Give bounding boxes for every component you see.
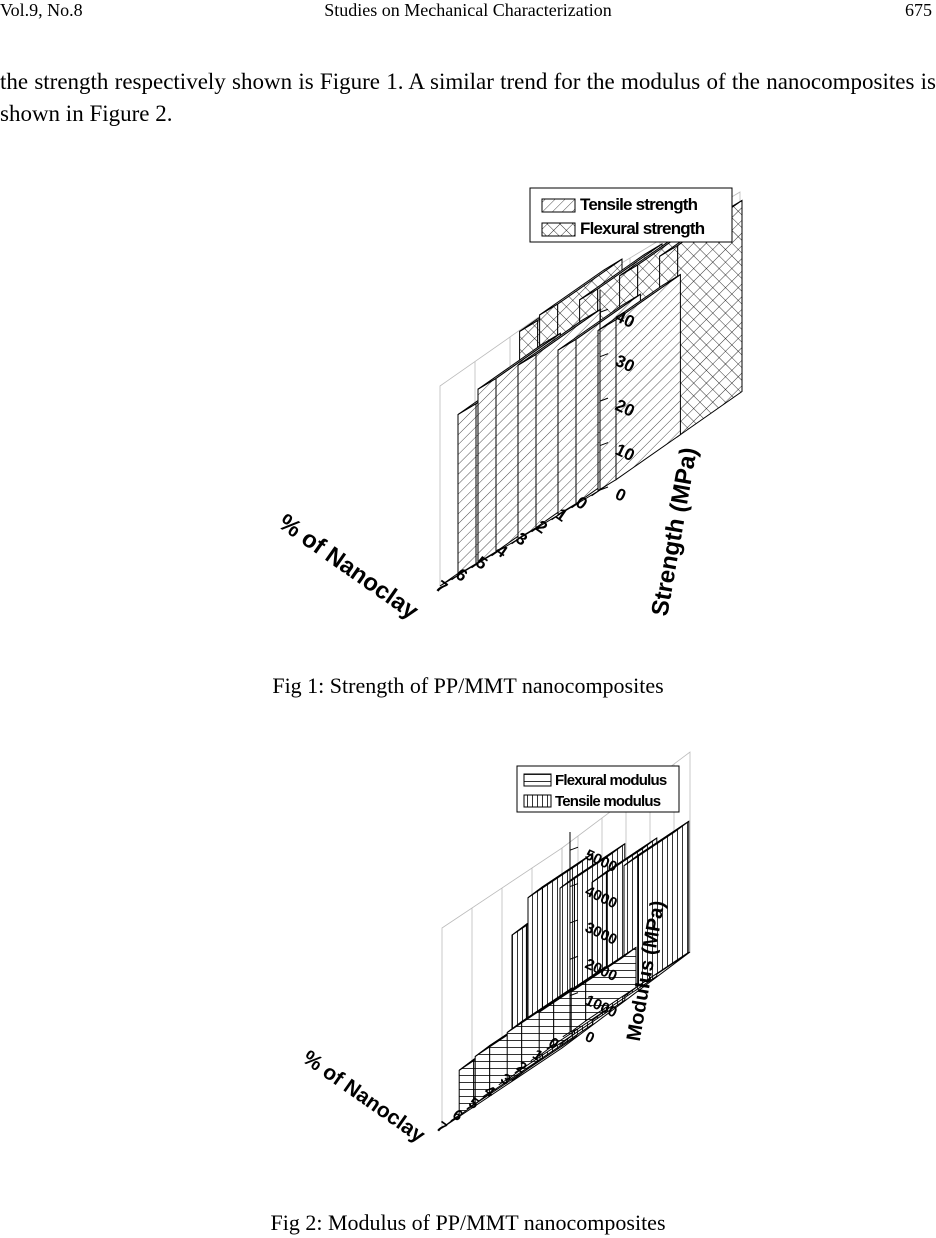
x-tick — [471, 561, 481, 569]
figure-2-caption: Fig 2: Modulus of PP/MMT nanocomposites — [270, 1210, 666, 1235]
y-tick — [569, 1028, 579, 1033]
body-paragraph: the strength respectively shown is Figur… — [0, 69, 936, 126]
bar-top-face — [579, 243, 663, 301]
x-tick-label: 6 — [452, 565, 471, 586]
y-tick — [599, 308, 609, 313]
x-tick — [514, 1067, 523, 1074]
figure-1-caption: Fig 1: Strength of PP/MMT nanocomposites — [272, 673, 664, 698]
bar-top-face — [597, 274, 681, 331]
x-tick — [450, 1115, 459, 1122]
bar-top-face — [477, 332, 561, 390]
x-tick — [451, 573, 461, 581]
bar — [557, 338, 577, 516]
page-number: 675 — [905, 0, 932, 20]
bar-top-face — [557, 293, 641, 351]
x-tick-label: 7 — [433, 1118, 450, 1137]
y-tick — [599, 486, 609, 491]
x-tick — [591, 489, 601, 497]
bar-top-face — [559, 843, 626, 889]
x-tick — [511, 537, 521, 545]
legend-label-tensile: Tensile modulus — [555, 793, 661, 810]
legend-swatch-flexural — [523, 773, 552, 787]
x-tick — [562, 1031, 571, 1038]
legend-swatch-tensile — [523, 794, 552, 808]
legend-swatch-tensile — [541, 198, 576, 213]
legend: Flexural modulus Tensile modulus — [516, 765, 680, 813]
bar — [517, 353, 537, 540]
bar-top-face — [539, 258, 623, 316]
bar-top-face — [623, 820, 690, 867]
bar — [597, 318, 617, 492]
x-tick — [498, 1079, 507, 1086]
bar — [477, 377, 497, 564]
x-tick-label: 7 — [432, 577, 451, 598]
running-header-title: Studies on Mechanical Characterization — [324, 0, 612, 20]
y-tick — [599, 353, 609, 358]
x-tick — [551, 513, 561, 521]
bar — [457, 402, 477, 576]
bar-group — [458, 820, 690, 1117]
x-axis-label: % of Nanoclay — [298, 1046, 429, 1147]
legend-label-flexural: Flexural modulus — [555, 772, 667, 789]
y-tick — [599, 397, 609, 402]
x-axis-label: % of Nanoclay — [273, 509, 423, 626]
legend-swatch-flexural — [541, 222, 576, 237]
x-tick — [491, 549, 501, 557]
x-tick — [530, 1055, 539, 1062]
legend-label-tensile: Tensile strength — [580, 195, 698, 214]
y-tick-label: 0 — [612, 484, 629, 505]
bar-top-face — [591, 837, 658, 883]
bar-top-face — [517, 308, 601, 366]
y-tick — [569, 992, 579, 997]
y-tick — [569, 883, 579, 888]
x-tick — [531, 525, 541, 533]
x-tick — [546, 1043, 555, 1050]
x-tick-label: 6 — [449, 1106, 466, 1125]
x-tick — [466, 1103, 475, 1110]
y-tick — [569, 919, 579, 924]
x-tick — [482, 1091, 491, 1098]
x-tick — [571, 501, 581, 509]
bar-group — [457, 199, 743, 576]
y-axis-label: Strength (MPa) — [647, 445, 703, 618]
legend-label-flexural: Flexural strength — [580, 219, 705, 238]
y-tick — [599, 442, 609, 447]
running-header-volume: Vol.9, No.8 — [0, 0, 83, 20]
legend: Tensile strength Flexural strength — [529, 187, 733, 243]
y-tick — [569, 955, 579, 960]
y-tick — [569, 846, 579, 851]
bar-top-face — [527, 852, 594, 899]
bar-top-face — [570, 946, 637, 993]
